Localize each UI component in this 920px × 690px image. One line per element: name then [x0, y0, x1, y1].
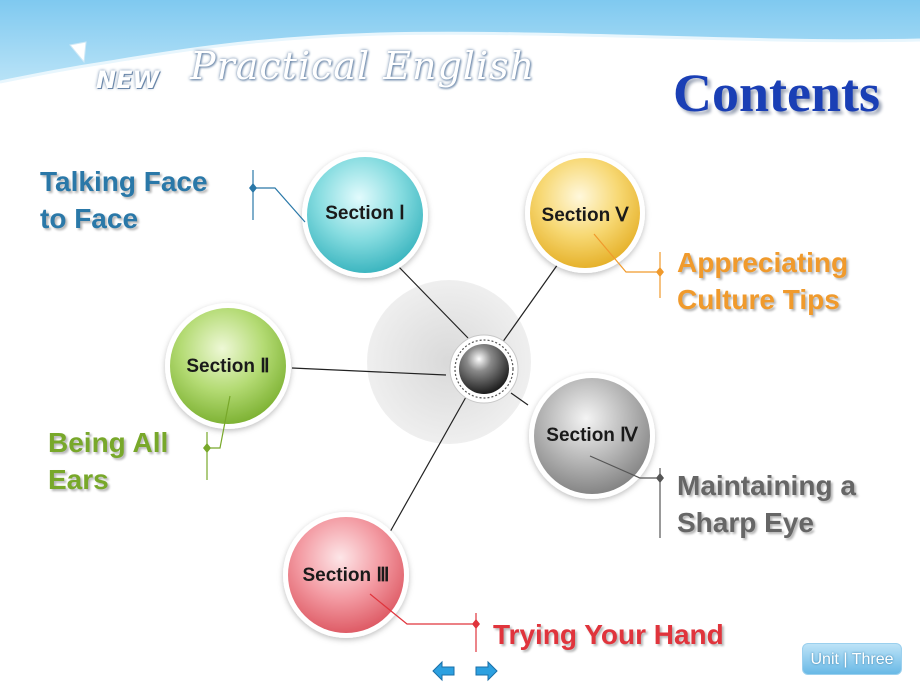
topic-section-2-line-1: Being All — [48, 427, 169, 458]
topic-section-4-line-1: Maintaining a — [677, 470, 856, 501]
topic-section-5-line-2: Culture Tips — [677, 284, 840, 315]
hub-ball — [459, 344, 509, 394]
topic-section-1-line-1: Talking Face — [40, 166, 208, 197]
logo-new: NEW — [96, 66, 159, 94]
hub-halo — [367, 280, 531, 444]
connector-section-1 — [395, 263, 469, 339]
topic-section-5[interactable]: Appreciating Culture Tips — [677, 244, 848, 318]
topic-section-5-line-1: Appreciating — [677, 247, 849, 278]
topic-section-1[interactable]: Talking Face to Face — [40, 163, 208, 237]
arrow-left-icon[interactable] — [432, 660, 455, 682]
topic-section-4-line-2: Sharp Eye — [677, 507, 814, 538]
section-3-label[interactable]: Section Ⅲ — [302, 565, 390, 586]
header-banner-highlight — [0, 31, 920, 84]
leader-dot-section-1 — [249, 183, 257, 193]
leader-section-2 — [207, 395, 231, 449]
leader-section-3 — [369, 593, 476, 625]
logo-practical-english: Practical English — [190, 44, 536, 88]
topic-section-1-line-2: to Face — [40, 203, 139, 234]
connector-section-3 — [389, 396, 467, 533]
section-4-label[interactable]: Section Ⅳ — [546, 425, 638, 446]
topic-section-3-line-1: Trying Your Hand — [493, 619, 724, 650]
leader-dot-section-3 — [472, 619, 480, 629]
section-5-ball[interactable] — [525, 153, 645, 273]
connector-section-4 — [510, 392, 529, 406]
topic-section-4[interactable]: Maintaining a Sharp Eye — [677, 467, 856, 541]
section-1-label[interactable]: Section Ⅰ — [325, 203, 405, 224]
page-title: Contents — [672, 63, 880, 123]
leader-section-1 — [253, 187, 306, 223]
topic-section-3[interactable]: Trying Your Hand — [493, 616, 724, 653]
section-4-ball[interactable] — [529, 373, 655, 499]
header-banner — [0, 0, 920, 82]
hub-orbit — [454, 339, 514, 399]
topic-section-2[interactable]: Being All Ears — [48, 424, 168, 498]
play-marker-icon — [69, 41, 87, 64]
section-3-ball[interactable] — [283, 512, 409, 638]
unit-button[interactable]: Unit | Three — [802, 643, 902, 675]
topic-section-2-line-2: Ears — [48, 464, 109, 495]
connector-section-2 — [291, 367, 447, 376]
connector-section-5 — [501, 263, 559, 344]
section-2-label[interactable]: Section Ⅱ — [186, 356, 270, 377]
leader-section-5 — [593, 233, 660, 273]
section-2-ball[interactable] — [165, 303, 291, 429]
leader-dot-section-5 — [656, 267, 664, 277]
leader-section-4 — [589, 455, 660, 479]
section-1-ball[interactable] — [302, 152, 428, 278]
leader-dot-section-2 — [203, 443, 211, 453]
arrow-right-icon[interactable] — [475, 660, 498, 682]
leader-dot-section-4 — [656, 473, 664, 483]
section-5-label[interactable]: Section Ⅴ — [541, 205, 629, 226]
